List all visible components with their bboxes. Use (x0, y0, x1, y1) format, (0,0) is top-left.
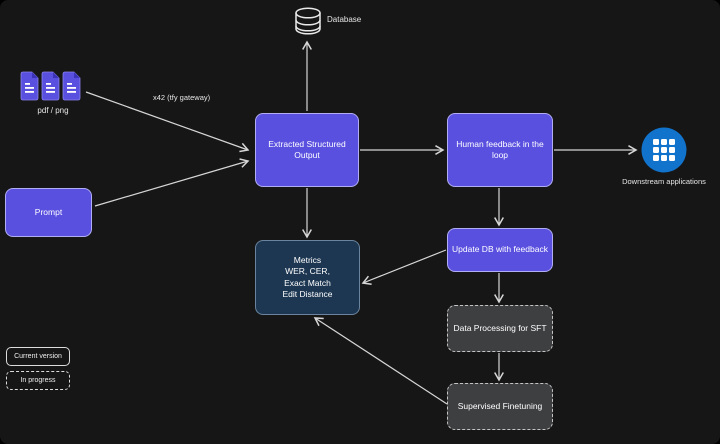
node-supervised-label: Supervised Finetuning (457, 400, 543, 411)
legend-current-version-label: Current version (14, 353, 62, 360)
metrics-line-2: WER, CER, (285, 266, 330, 277)
node-human-feedback-label: Human feedback in the loop (456, 138, 544, 160)
database-cylinder-icon (291, 5, 325, 44)
documents-label: pdf / png (37, 106, 69, 115)
legend-in-progress-label: In progress (20, 377, 56, 384)
database-label: Database (327, 15, 362, 24)
node-data-processing-label: Data Processing for SFT (453, 322, 547, 333)
arrow-prompt-to-extracted (94, 158, 250, 207)
node-supervised-finetuning: Supervised Finetuning (447, 383, 553, 430)
node-update-db-label: Update DB with feedback (452, 244, 548, 255)
arrow-supervised-to-metrics (313, 317, 448, 405)
node-prompt-label: Prompt (34, 206, 63, 217)
metrics-line-4: Edit Distance (282, 288, 333, 299)
node-extracted-label: Extracted Structured Output (268, 138, 346, 160)
grid-apps-icon (641, 127, 687, 178)
document-files-icon (18, 71, 88, 108)
gateway-note-label: x42 (tfy gateway) (153, 93, 211, 102)
arrow-documents-to-extracted (85, 91, 250, 153)
legend-current-version: Current version (6, 347, 70, 366)
node-extracted-structured-output: Extracted Structured Output (255, 113, 359, 187)
metrics-line-3: Exact Match (284, 277, 331, 288)
node-prompt: Prompt (5, 188, 92, 237)
node-human-feedback: Human feedback in the loop (447, 113, 553, 187)
node-metrics: Metrics WER, CER, Exact Match Edit Dista… (255, 240, 360, 315)
downstream-label: Downstream applications (622, 177, 706, 186)
node-update-db: Update DB with feedback (447, 228, 553, 272)
legend-in-progress: In progress (6, 371, 70, 390)
metrics-line-1: Metrics (293, 254, 322, 265)
node-data-processing: Data Processing for SFT (447, 305, 553, 352)
arrow-updatedb-to-metrics (361, 249, 447, 285)
